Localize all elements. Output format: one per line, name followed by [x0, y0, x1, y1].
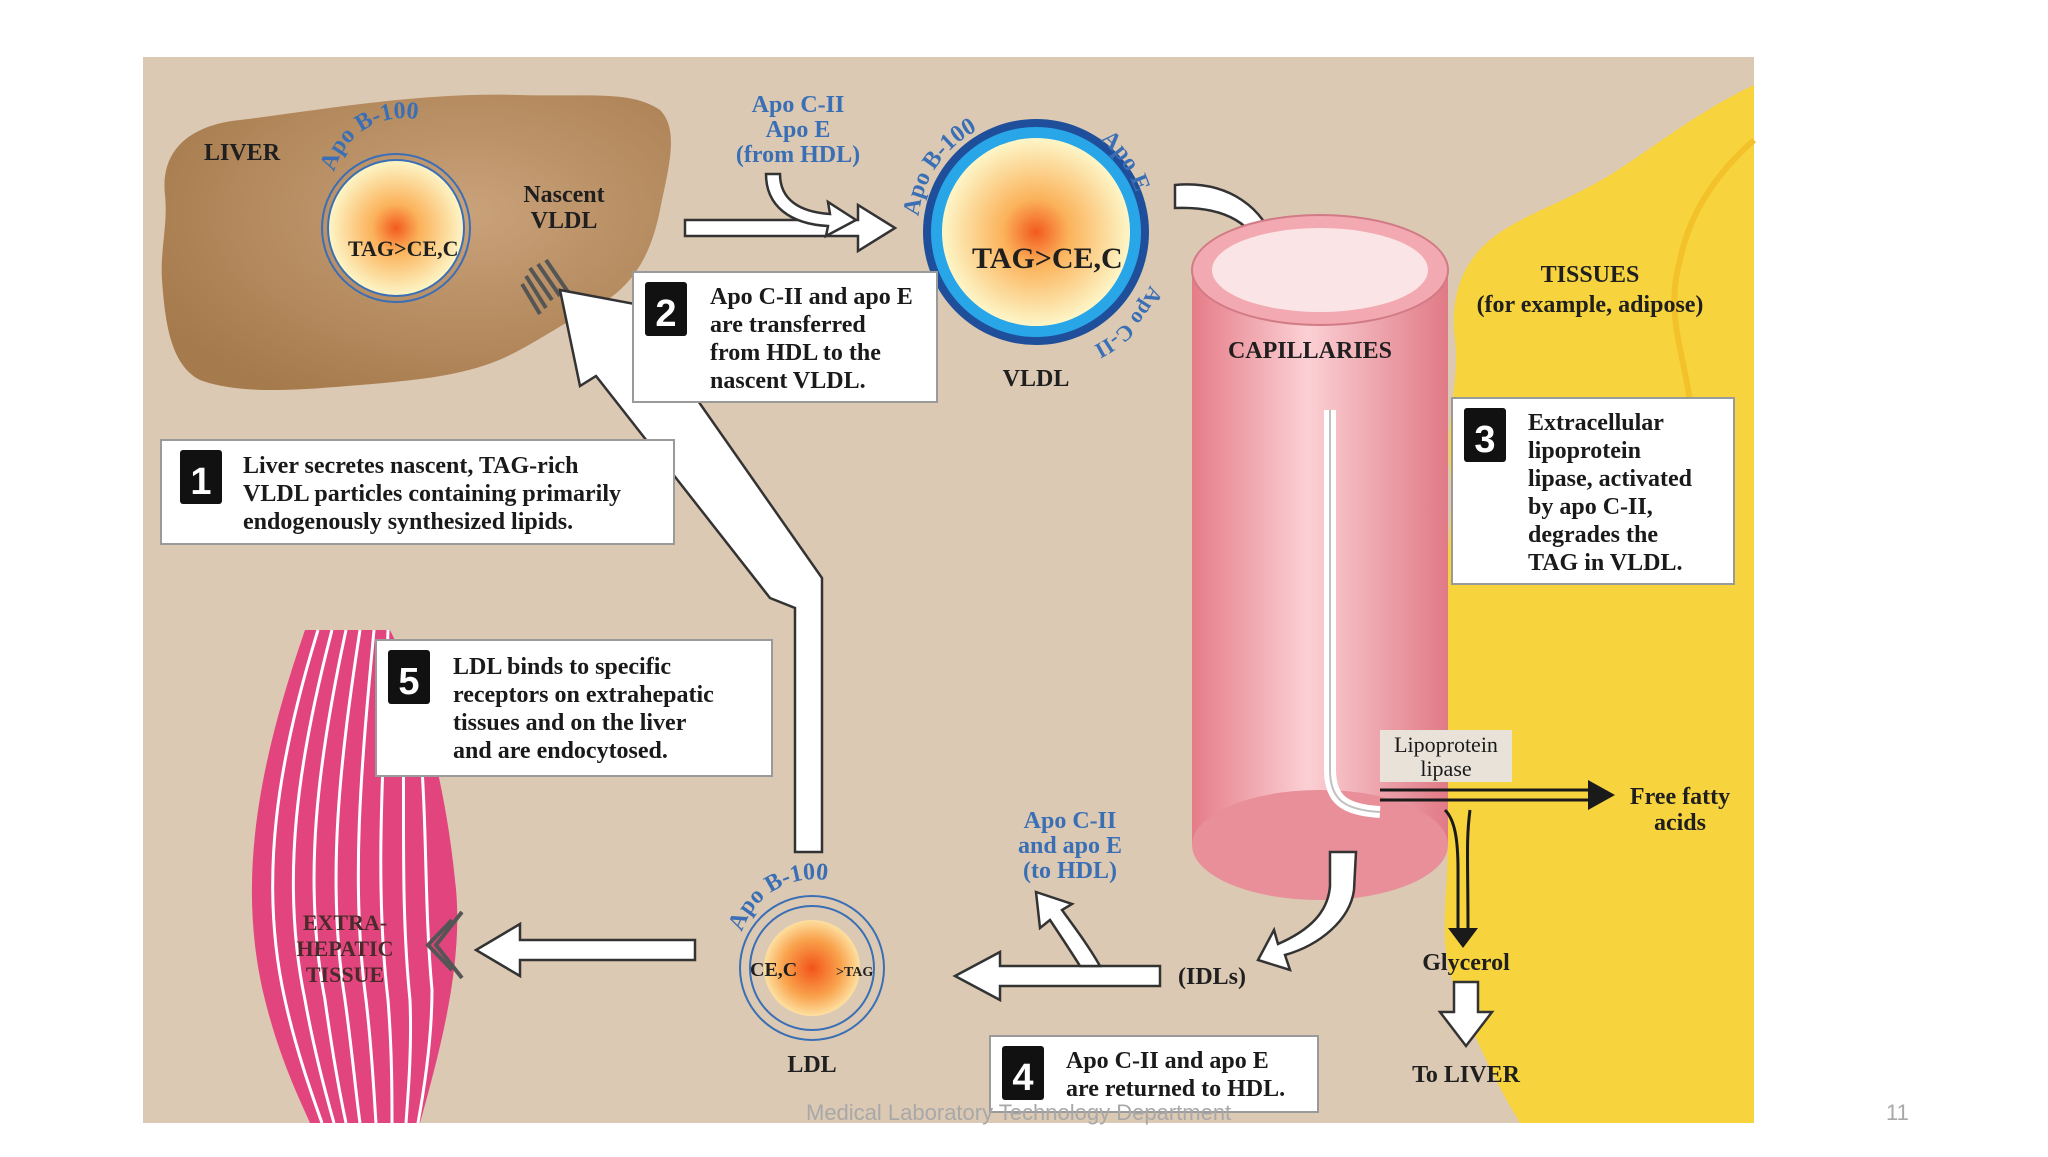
- fatty-acid-arrowhead: [1588, 780, 1615, 810]
- svg-text:lipoprotein: lipoprotein: [1528, 438, 1641, 464]
- svg-text:2: 2: [655, 293, 676, 335]
- tissues-label-1: TISSUES: [1541, 262, 1640, 288]
- arrow-to-ldl: [952, 949, 1162, 1003]
- vldl-label: VLDL: [1003, 366, 1070, 392]
- lipoprotein-lipase-label-2: lipase: [1420, 756, 1471, 781]
- apo-from-hdl-3: (from HDL): [736, 142, 860, 168]
- svg-text:4: 4: [1012, 1057, 1033, 1099]
- tag-vldl-label: TAG>CE,C: [972, 242, 1123, 275]
- free-fatty-acids-label-1: Free fatty: [1630, 784, 1730, 810]
- glycerol-arrowhead: [1448, 928, 1478, 948]
- lipoprotein-lipase-label-1: Lipoprotein: [1394, 732, 1498, 757]
- svg-text:1: 1: [190, 461, 211, 503]
- extrahepatic-label-2: HEPATIC: [297, 936, 394, 961]
- svg-text:3: 3: [1474, 419, 1495, 461]
- svg-text:and are endocytosed.: and are endocytosed.: [453, 738, 668, 764]
- to-liver-arrow: [1437, 980, 1495, 1049]
- svg-text:lipase, activated: lipase, activated: [1528, 466, 1693, 492]
- svg-text:are transferred: are transferred: [710, 312, 866, 338]
- svg-text:from HDL to the: from HDL to the: [710, 340, 881, 366]
- arrow-to-vldl: [683, 202, 898, 254]
- apo-to-hdl-2: and apo E: [1018, 833, 1122, 859]
- capillaries-label: CAPILLARIES: [1228, 338, 1392, 364]
- footer-department: Medical Laboratory Technology Department: [806, 1100, 1232, 1125]
- svg-text:receptors on extrahepatic: receptors on extrahepatic: [453, 682, 714, 708]
- arrow-to-extrahepatic: [473, 921, 697, 979]
- apo-to-hdl-1: Apo C-II: [1024, 808, 1117, 834]
- liver-receptor: [520, 258, 570, 316]
- apo-from-hdl-1: Apo C-II: [752, 92, 845, 118]
- to-liver-label: To LIVER: [1412, 1062, 1520, 1088]
- arrow-apo-in: [764, 172, 859, 239]
- adipose-tissue: [1439, 85, 1754, 1123]
- liver-label: LIVER: [204, 140, 281, 166]
- svg-text:tissues and on the liver: tissues and on the liver: [453, 710, 687, 736]
- svg-text:Liver secretes nascent, TAG-ri: Liver secretes nascent, TAG-rich: [243, 453, 578, 479]
- lipase-label-bg: [1380, 730, 1512, 782]
- step-4-callout: 4 Apo C-II and apo E are returned to HDL…: [989, 1035, 1319, 1113]
- tissue-shade: [1671, 137, 1756, 451]
- ldl-tag-label: >TAG: [836, 965, 873, 980]
- svg-text:LDL binds to specific: LDL binds to specific: [453, 654, 671, 680]
- step-2-callout: 2 Apo C-II and apo E are transferred fro…: [632, 271, 938, 403]
- svg-text:are returned to HDL.: are returned to HDL.: [1066, 1076, 1285, 1102]
- svg-text:degrades the: degrades the: [1528, 522, 1658, 548]
- capillary-tube: [1191, 214, 1449, 900]
- svg-text:Apo C-II and apo E: Apo C-II and apo E: [710, 284, 913, 310]
- muscle-receptors: [425, 910, 464, 980]
- free-fatty-acids-label-2: acids: [1654, 810, 1706, 836]
- idls-label: (IDLs): [1178, 964, 1246, 990]
- svg-text:endogenously synthesized lipid: endogenously synthesized lipids.: [243, 509, 573, 535]
- step-5-callout: 5 LDL binds to specific receptors on ext…: [375, 639, 773, 777]
- glycerol-arrow-shaft: [1443, 808, 1472, 931]
- step-3-callout: 3 Extracellular lipoprotein lipase, acti…: [1451, 397, 1735, 585]
- svg-text:Apo C-II and apo E: Apo C-II and apo E: [1066, 1048, 1269, 1074]
- extrahepatic-label-1: EXTRA-: [303, 910, 387, 935]
- vldl-particle: [923, 119, 1149, 345]
- nascent-vldl-particle: [321, 153, 471, 303]
- glycerol-label: Glycerol: [1422, 950, 1510, 976]
- tag-liver-label: TAG>CE,C: [348, 236, 459, 261]
- nascent-vldl-label-1: Nascent: [523, 182, 604, 208]
- arrow-apo-out: [1034, 890, 1103, 968]
- page-number: 11: [1886, 1100, 1909, 1125]
- ldl-label: LDL: [787, 1052, 836, 1078]
- ldl-particle: [739, 895, 885, 1041]
- svg-text:5: 5: [398, 661, 419, 703]
- step-1-callout: 1 Liver secretes nascent, TAG-rich VLDL …: [160, 439, 675, 545]
- arrow-to-idl: [1256, 850, 1358, 972]
- apo-to-hdl-3: (to HDL): [1023, 858, 1117, 884]
- tissues-label-2: (for example, adipose): [1477, 292, 1704, 318]
- svg-text:nascent VLDL.: nascent VLDL.: [710, 368, 866, 394]
- nascent-vldl-label-2: VLDL: [531, 208, 598, 234]
- svg-text:VLDL particles containing prim: VLDL particles containing primarily: [243, 481, 621, 507]
- svg-text:TAG in VLDL.: TAG in VLDL.: [1528, 550, 1683, 576]
- apo-from-hdl-2: Apo E: [766, 117, 831, 143]
- svg-text:by apo C-II,: by apo C-II,: [1528, 494, 1653, 520]
- ldl-ce-label: CE,C: [750, 959, 797, 981]
- svg-text:Extracellular: Extracellular: [1528, 410, 1664, 436]
- fatty-acid-arrow-shaft: [1380, 788, 1590, 802]
- extrahepatic-label-3: TISSUE: [306, 962, 384, 987]
